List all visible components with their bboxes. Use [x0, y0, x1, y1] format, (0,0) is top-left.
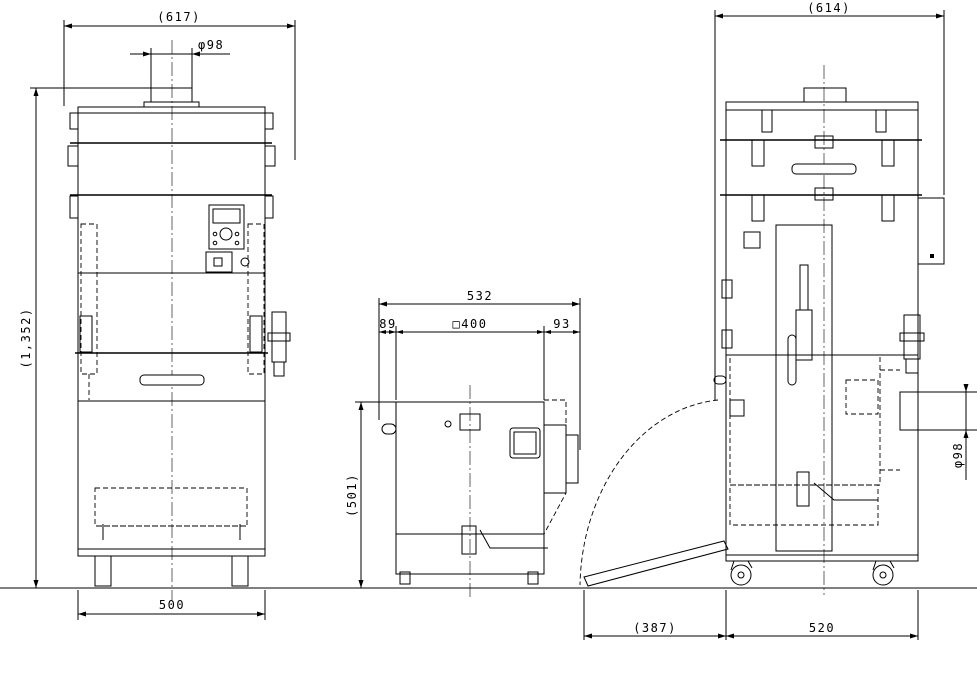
front-view: (617) φ98 (1,352) — [19, 10, 296, 620]
side-width-dim-label: (614) — [807, 1, 851, 15]
side-duct-dim-label: φ98 — [951, 442, 965, 468]
side-view: (614) — [579, 1, 977, 640]
plan-right-offset-label: 93 — [553, 317, 570, 331]
plan-depth-dim-label: 532 — [467, 289, 493, 303]
front-duct-dim-label: φ98 — [198, 38, 224, 52]
front-base-dim-label: 500 — [159, 598, 185, 612]
front-height-dim-label: (1,352) — [19, 307, 33, 368]
side-base-dim-label: 520 — [809, 621, 835, 635]
plan-left-offset-label: 89 — [379, 317, 396, 331]
middle-view: 532 89 □400 93 (501) — [345, 289, 581, 600]
side-door-swing-label: (387) — [633, 621, 677, 635]
plan-square-label: □400 — [453, 317, 488, 331]
front-width-dim-label: (617) — [157, 10, 201, 24]
plan-height-dim-label: (501) — [345, 473, 359, 517]
